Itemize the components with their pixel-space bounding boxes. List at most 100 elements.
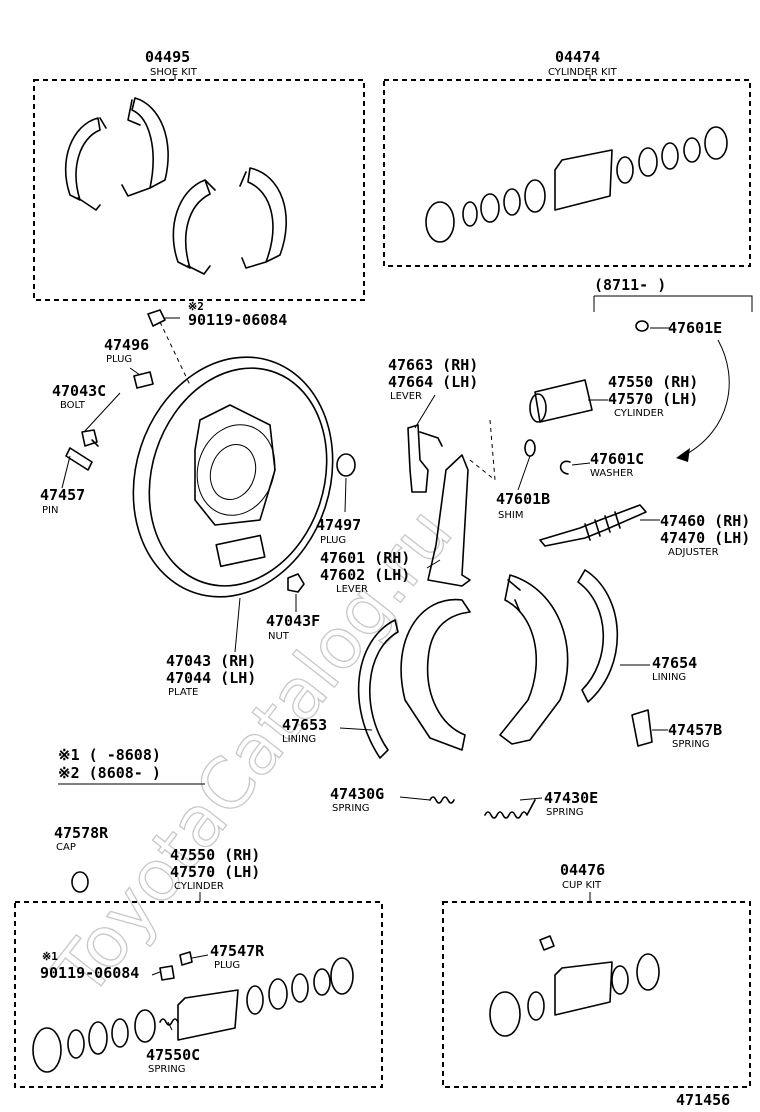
- label-47497-name: PLUG: [320, 535, 346, 546]
- brake-shoe-2: [121, 97, 169, 197]
- lever-lower: [427, 454, 471, 587]
- label-90119-lower: 90119-06084: [40, 964, 139, 982]
- leader-lines: [61, 317, 670, 1031]
- shim-47601b: [524, 439, 536, 457]
- label-47601c: 47601C: [590, 450, 644, 468]
- backing-plate-group: [132, 309, 334, 598]
- label-47043f: 47043F: [266, 612, 320, 630]
- label-washer-name: WASHER: [590, 468, 633, 479]
- label-cylinder-lower-name: CYLINDER: [174, 881, 224, 892]
- label-lever-lower-name: LEVER: [336, 584, 368, 595]
- spring-47430g: [429, 796, 455, 804]
- label-47550-rh-upper: 47550 (RH): [608, 373, 698, 391]
- label-47043c: 47043C: [52, 382, 106, 400]
- label-47496: 47496: [104, 336, 149, 354]
- cylinder-kit-name: CYLINDER KIT: [548, 67, 618, 78]
- label-47497: 47497: [316, 516, 361, 534]
- label-47570-lh-lower: 47570 (LH): [170, 863, 260, 881]
- label-47430g: 47430G: [330, 785, 384, 803]
- cap-47578r: [71, 871, 89, 893]
- shoe-kit-box: [33, 79, 365, 301]
- nut-47043f: [287, 573, 305, 593]
- label-47460-rh: 47460 (RH): [660, 512, 750, 530]
- label-47043-rh: 47043 (RH): [166, 652, 256, 670]
- label-47653-name: LINING: [282, 734, 316, 745]
- brake-shoe-3: [172, 179, 216, 275]
- label-47043c-name: BOLT: [60, 400, 86, 411]
- cup-kit-box: [442, 901, 751, 1088]
- label-47457b-name: SPRING: [672, 739, 710, 750]
- label-47663-rh: 47663 (RH): [388, 356, 478, 374]
- bolt-note-top: ※2: [188, 300, 204, 313]
- brake-shoe-1: [64, 117, 107, 211]
- label-47570-lh-upper: 47570 (LH): [608, 390, 698, 408]
- bolt-note-lower: ※1: [42, 950, 58, 963]
- spring-47457b: [631, 709, 653, 747]
- label-47550c-name: SPRING: [148, 1064, 186, 1075]
- label-47601b: 47601B: [496, 490, 550, 508]
- label-90119-top: 90119-06084: [188, 311, 287, 329]
- brake-shoe-4: [239, 167, 288, 269]
- cup-kit-name: CUP KIT: [562, 880, 602, 891]
- cup-kit-body: [554, 961, 613, 1016]
- wheel-cylinder-upper: [534, 379, 593, 423]
- label-47470-lh: 47470 (LH): [660, 529, 750, 547]
- label-47430g-name: SPRING: [332, 803, 370, 814]
- label-47654-name: LINING: [652, 672, 686, 683]
- label-47601e: 47601E: [668, 319, 722, 337]
- lever-upper: [407, 424, 443, 493]
- lining-47654: [577, 569, 619, 703]
- shoe-kit-name: SHOE KIT: [150, 67, 198, 78]
- figure-number: 471456: [676, 1091, 730, 1109]
- date-range-group: (8711- ): [593, 276, 753, 462]
- bolt-top: [147, 309, 166, 327]
- label-47457: 47457: [40, 486, 85, 504]
- spring-47430e: [484, 799, 536, 819]
- label-47496-name: PLUG: [106, 354, 132, 365]
- wheel-cylinder-lower: [177, 989, 239, 1041]
- label-47547r-name: PLUG: [214, 960, 240, 971]
- label-cap-name: CAP: [56, 842, 76, 853]
- bolt-lower: [159, 965, 175, 981]
- shoe-kit-group: 04495 SHOE KIT: [33, 48, 365, 301]
- brake-shoe-rear: [499, 574, 569, 745]
- label-47430e: 47430E: [544, 789, 598, 807]
- footnote-1: ※1 ( -8608): [58, 746, 161, 764]
- cup-kit-group: 04476 CUP KIT: [442, 861, 751, 1088]
- part-47601e: [635, 320, 649, 332]
- plug-47547r-shape: [179, 951, 193, 966]
- label-47601-rh: 47601 (RH): [320, 549, 410, 567]
- label-adjuster-name: ADJUSTER: [668, 547, 719, 558]
- date-range-arrow: [684, 339, 730, 456]
- label-47044-lh: 47044 (LH): [166, 669, 256, 687]
- label-47457b: 47457B: [668, 721, 722, 739]
- label-47043f-name: NUT: [268, 631, 290, 642]
- label-47654: 47654: [652, 654, 697, 672]
- cup-kit-number: 04476: [560, 861, 605, 879]
- label-47550c: 47550C: [146, 1046, 200, 1064]
- date-range-label: (8711- ): [594, 276, 666, 294]
- plug-47496: [133, 371, 154, 389]
- label-lever-upper-name: LEVER: [390, 391, 422, 402]
- cylinder-kit-body: [554, 149, 613, 211]
- cylinder-kit-box: [383, 79, 751, 267]
- backing-plate: [132, 356, 334, 598]
- lower-cylinder-group: [14, 892, 383, 1088]
- footnote-2: ※2 (8608- ): [58, 764, 161, 782]
- adjuster: [539, 504, 647, 547]
- brake-shoe-front: [400, 598, 471, 751]
- pin-47457: [65, 447, 93, 471]
- label-plate-name: PLATE: [168, 687, 198, 698]
- cylinder-kit-number: 04474: [555, 48, 600, 66]
- lower-cylinder-box: [14, 901, 383, 1088]
- label-47547r: 47547R: [210, 942, 265, 960]
- label-47457-name: PIN: [42, 505, 58, 516]
- label-cylinder-upper-name: CYLINDER: [614, 408, 664, 419]
- label-47602-lh: 47602 (LH): [320, 566, 410, 584]
- label-47550-rh-lower: 47550 (RH): [170, 846, 260, 864]
- label-shim-name: SHIM: [498, 510, 523, 521]
- label-47430e-name: SPRING: [546, 807, 584, 818]
- lining-47653: [357, 619, 399, 759]
- plug-47497: [336, 453, 356, 477]
